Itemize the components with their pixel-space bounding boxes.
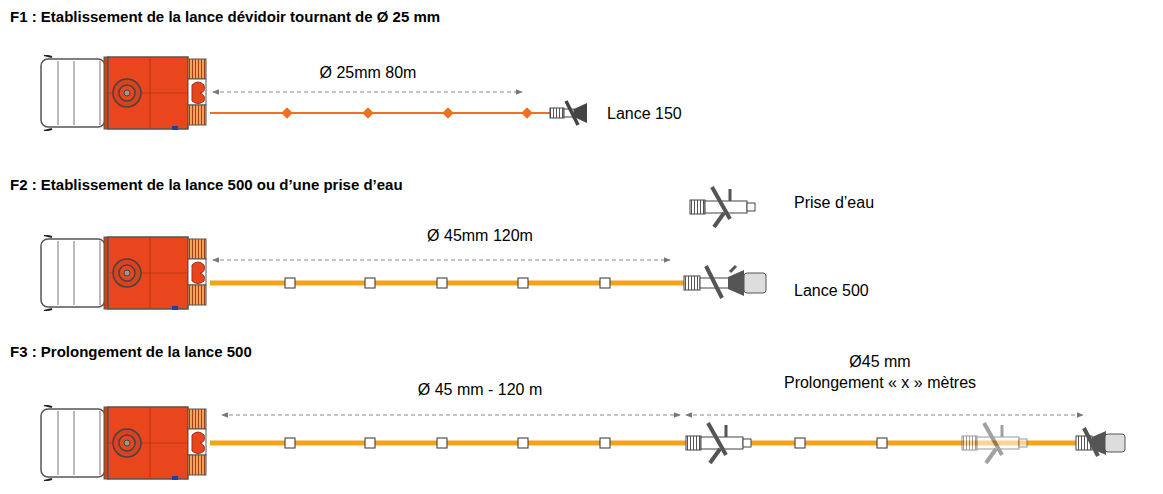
lance-150-symbol [550,101,587,125]
dimension-label: Prolongement « x » mètres [784,373,976,392]
nozzle-label: Lance 150 [607,104,682,123]
dimension-line [222,415,680,416]
hose-45mm [210,281,686,286]
hose-couplings [285,438,887,448]
f1-layout [41,55,587,131]
hose-couplings [285,278,610,288]
dimension-line [213,260,670,261]
section-heading: F1 : Etablissement de la lance dévidoir … [10,8,440,26]
intake-label: Prise d’eau [794,193,874,212]
lance-500-symbol [684,266,766,298]
dimension-label: Ø 45mm 120m [427,226,533,245]
dimension-label: Ø 45 mm - 120 m [418,380,542,399]
f3-layout [41,405,1125,481]
hose-45mm [210,441,1080,446]
hose-coupling-dots [281,107,532,118]
optional-division-symbol [962,423,1027,463]
lance-500-symbol [1076,428,1125,456]
water-intake-symbol [690,187,755,227]
dimension-line [686,415,1083,416]
hose-25mm [210,112,552,114]
dimension-label: Ø 25mm 80m [320,63,417,82]
fire-truck [41,235,206,311]
section-heading: F2 : Etablissement de la lance 500 ou d’… [10,176,403,194]
division-symbol [686,423,751,463]
fire-truck [41,55,206,131]
section-heading: F3 : Prolongement de la lance 500 [10,343,252,361]
nozzle-label: Lance 500 [794,281,869,300]
f2-layout [41,187,766,311]
fire-truck [41,405,206,481]
dimension-label: Ø45 mm [849,352,910,371]
dimension-line [213,92,522,93]
